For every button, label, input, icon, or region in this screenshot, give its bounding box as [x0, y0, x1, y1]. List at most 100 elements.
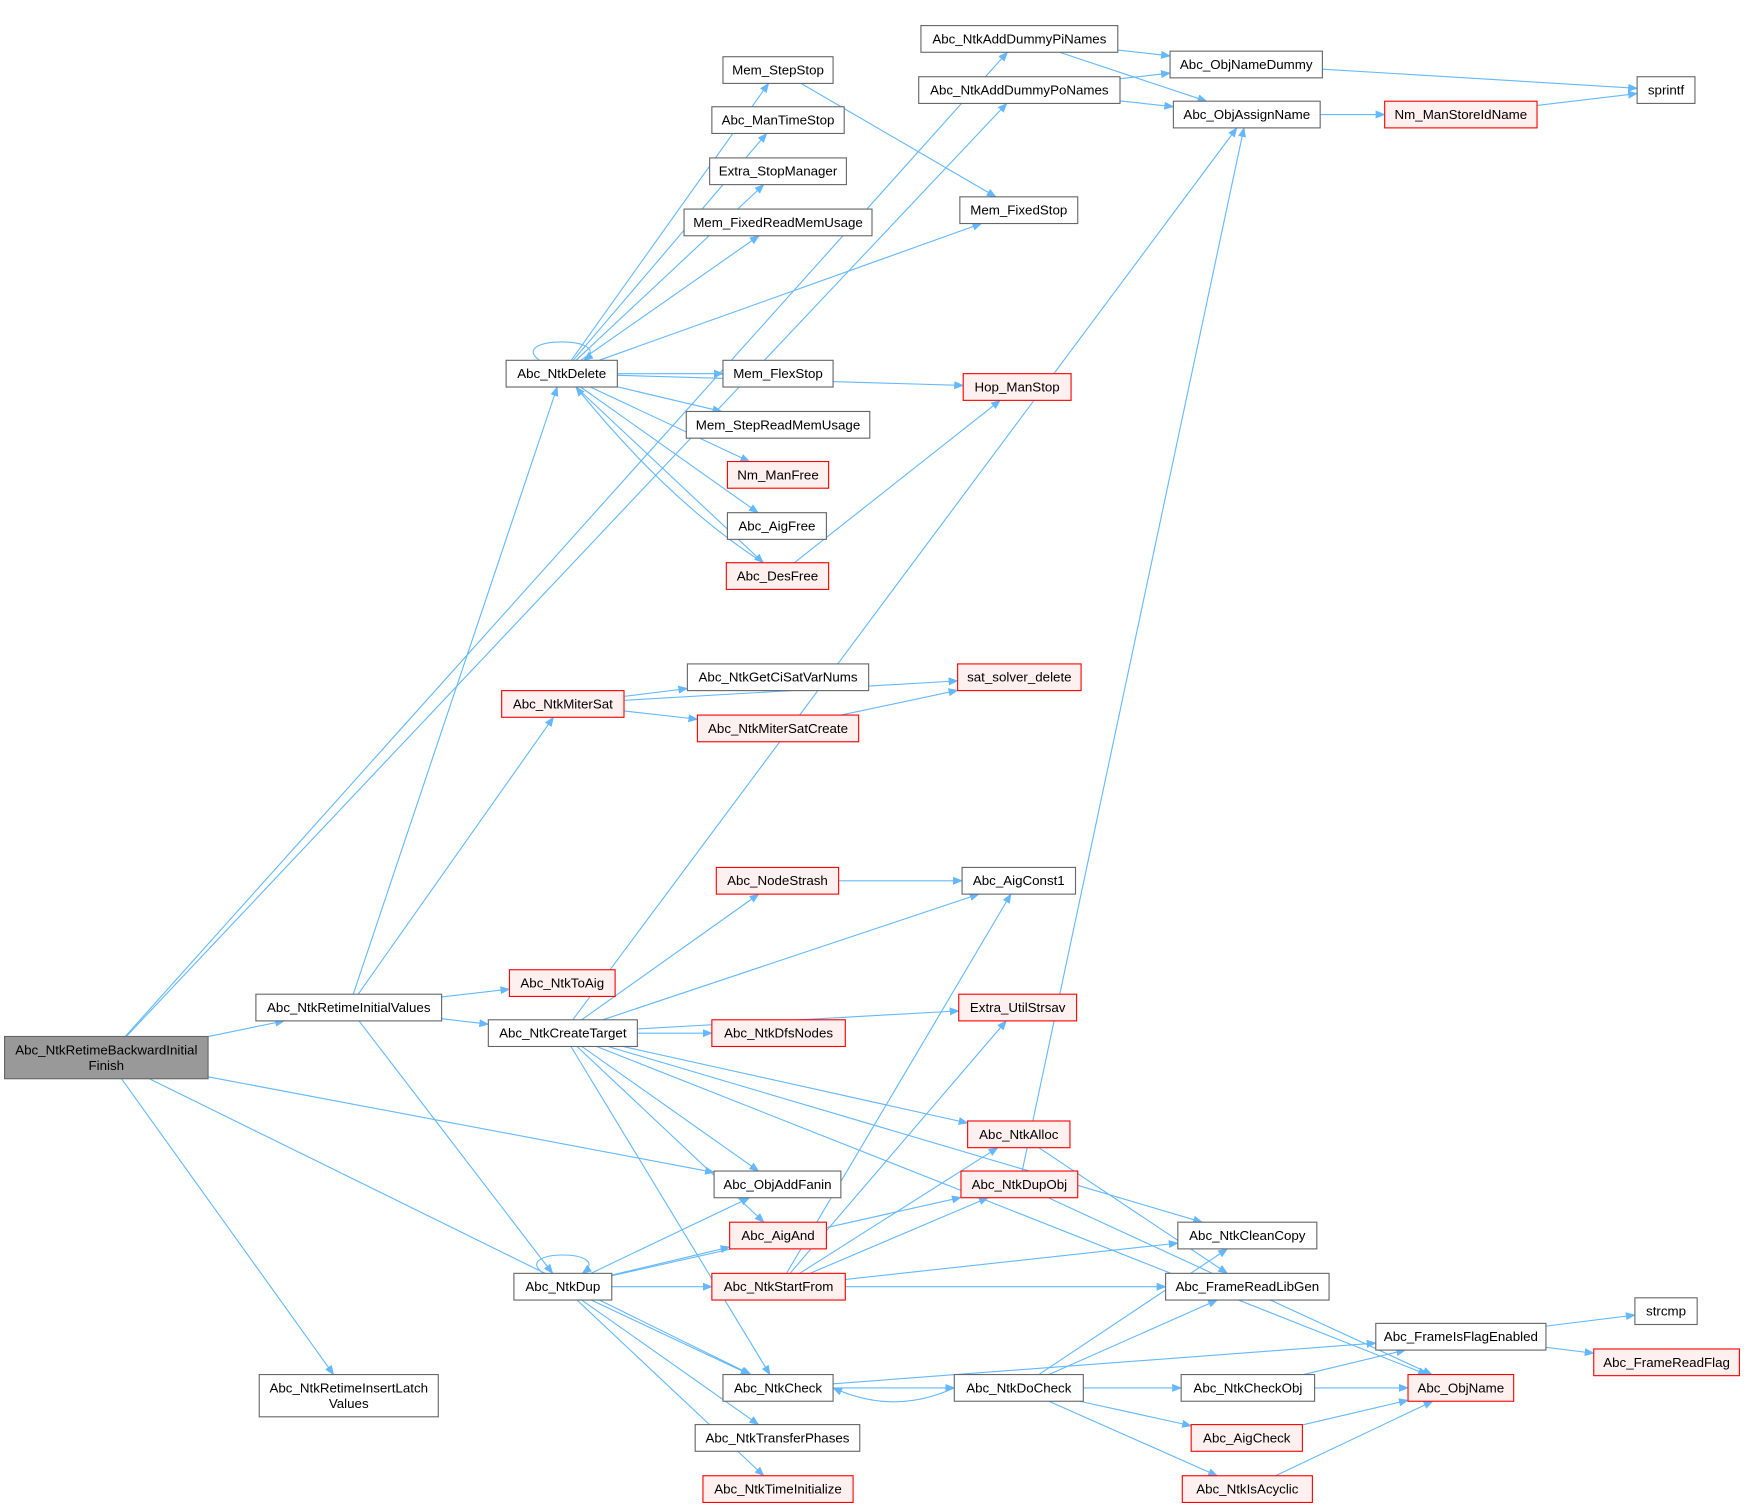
node-stopmanager[interactable]: Extra_StopManager	[709, 157, 847, 186]
edge-ntkdup-to-transferphases	[581, 1299, 760, 1426]
node-aigand[interactable]: Abc_AigAnd	[729, 1221, 827, 1250]
node-initvals[interactable]: Abc_NtkRetimeInitialValues	[255, 993, 443, 1022]
edge-desfree-to-hopstop	[794, 399, 1001, 564]
node-label: Mem_StepStop	[732, 63, 824, 78]
node-dummypo[interactable]: Abc_NtkAddDummyPoNames	[918, 76, 1121, 104]
node-label: Abc_AigConst1	[973, 873, 1065, 888]
edge-ntkcheck-to-flagenabled	[833, 1339, 1377, 1385]
node-checkobj[interactable]: Abc_NtkCheckObj	[1180, 1373, 1316, 1402]
node-label: Abc_AigAnd	[741, 1228, 814, 1243]
node-label: Abc_NtkCleanCopy	[1189, 1228, 1306, 1243]
node-readlibgen[interactable]: Abc_FrameReadLibGen	[1165, 1272, 1330, 1301]
node-ntkdelete[interactable]: Abc_NtkDelete	[505, 359, 618, 388]
node-box	[1407, 1373, 1515, 1402]
node-cleancopy[interactable]: Abc_NtkCleanCopy	[1177, 1221, 1318, 1250]
node-hopstop[interactable]: Hop_ManStop	[962, 373, 1072, 401]
node-label: Abc_NtkMiterSatCreate	[708, 721, 848, 736]
node-label: Abc_FrameReadFlag	[1603, 1355, 1730, 1370]
edge-root-to-addfanin	[207, 1076, 716, 1175]
node-box	[1169, 50, 1323, 79]
node-box	[953, 1373, 1084, 1402]
node-flexstop[interactable]: Mem_FlexStop	[722, 359, 834, 388]
node-isacyclic[interactable]: Abc_NtkIsAcyclic	[1181, 1475, 1313, 1503]
node-fixedreadmem[interactable]: Mem_FixedReadMemUsage	[683, 208, 873, 237]
node-addfanin[interactable]: Abc_ObjAddFanin	[713, 1170, 842, 1199]
node-transferphases[interactable]: Abc_NtkTransferPhases	[694, 1424, 861, 1452]
node-box	[713, 1170, 842, 1199]
node-stepstop[interactable]: Mem_StepStop	[722, 56, 834, 84]
node-ntktoaig[interactable]: Abc_NtkToAig	[508, 969, 616, 997]
node-strsav[interactable]: Extra_UtilStrsav	[958, 993, 1078, 1022]
node-label: sprintf	[1648, 83, 1685, 98]
node-label: Abc_NtkDoCheck	[966, 1380, 1072, 1395]
edge-checkobj-to-flagenabled	[1303, 1348, 1407, 1376]
node-box	[711, 106, 845, 135]
node-label: Abc_AigFree	[738, 518, 815, 533]
node-mantimestop[interactable]: Abc_ManTimeStop	[711, 106, 845, 135]
node-fixedstop[interactable]: Mem_FixedStop	[959, 196, 1079, 225]
edge-initvals-to-ntkdup	[358, 1020, 554, 1275]
node-label: Mem_FixedStop	[970, 203, 1067, 218]
node-label: Abc_NodeStrash	[727, 873, 828, 888]
node-label: Abc_NtkRetimeBackwardInitial	[15, 1042, 197, 1057]
node-label: Nm_ManFree	[737, 467, 818, 482]
node-nodestrash[interactable]: Abc_NodeStrash	[715, 866, 840, 895]
node-box	[918, 76, 1121, 104]
node-box	[962, 373, 1072, 401]
node-startfrom[interactable]: Abc_NtkStartFrom	[711, 1272, 846, 1301]
node-sprintf[interactable]: sprintf	[1636, 76, 1696, 104]
node-dummypi[interactable]: Abc_NtkAddDummyPiNames	[920, 25, 1119, 53]
node-assignname[interactable]: Abc_ObjAssignName	[1172, 100, 1321, 129]
node-box	[513, 1272, 613, 1301]
node-createtarget[interactable]: Abc_NtkCreateTarget	[487, 1019, 638, 1048]
node-label: Abc_NtkDup	[525, 1279, 600, 1294]
edge-createtarget-to-nodestrash	[581, 893, 760, 1021]
node-nmfree[interactable]: Nm_ManFree	[726, 460, 830, 489]
node-label: Hop_ManStop	[975, 379, 1060, 394]
node-timeinit[interactable]: Abc_NtkTimeInitialize	[702, 1475, 854, 1503]
node-desfree[interactable]: Abc_DesFree	[725, 562, 830, 590]
node-aigcheck[interactable]: Abc_AigCheck	[1190, 1424, 1303, 1452]
node-dupobj[interactable]: Abc_NtkDupObj	[960, 1170, 1079, 1199]
node-dfsnodes[interactable]: Abc_NtkDfsNodes	[711, 1019, 846, 1048]
node-aigconst1[interactable]: Abc_AigConst1	[961, 866, 1077, 895]
edge-isacyclic-to-objname	[1275, 1400, 1434, 1477]
node-box	[729, 1221, 827, 1250]
node-strcmp[interactable]: strcmp	[1634, 1297, 1698, 1326]
node-label: Abc_NtkAlloc	[979, 1127, 1059, 1142]
edge-ntkdelete-to-desfree	[575, 386, 764, 564]
node-label: Abc_NtkToAig	[520, 976, 604, 991]
node-box	[501, 690, 625, 718]
node-readflag[interactable]: Abc_FrameReadFlag	[1593, 1348, 1740, 1377]
node-ntkdup[interactable]: Abc_NtkDup	[513, 1272, 613, 1301]
edge-ntkdelete-to-fixedstop	[598, 222, 983, 361]
edge-storeid-to-sprintf	[1536, 90, 1639, 107]
node-storeid[interactable]: Nm_ManStoreIdName	[1384, 100, 1538, 129]
node-mitersatcreate[interactable]: Abc_NtkMiterSatCreate	[696, 714, 860, 743]
node-box	[1180, 1373, 1316, 1402]
node-ntkalloc[interactable]: Abc_NtkAlloc	[967, 1120, 1071, 1149]
node-box	[487, 1019, 638, 1048]
node-cisatvar[interactable]: Abc_NtkGetCiSatVarNums	[686, 663, 870, 692]
node-label: Mem_FixedReadMemUsage	[693, 215, 863, 230]
node-label: sat_solver_delete	[967, 670, 1071, 685]
node-aigfree[interactable]: Abc_AigFree	[726, 512, 827, 540]
node-box	[958, 993, 1078, 1022]
node-flagenabled[interactable]: Abc_FrameIsFlagEnabled	[1375, 1322, 1547, 1351]
node-satdelete[interactable]: sat_solver_delete	[957, 663, 1082, 692]
node-objname[interactable]: Abc_ObjName	[1407, 1373, 1515, 1402]
node-box	[1636, 76, 1696, 104]
node-box	[505, 359, 618, 388]
node-label: Abc_NtkDelete	[517, 366, 606, 381]
node-box	[255, 993, 443, 1022]
edge-ntkdelete-to-nmfree	[590, 386, 751, 463]
node-namedummy[interactable]: Abc_ObjNameDummy	[1169, 50, 1323, 79]
node-stepreadmem[interactable]: Mem_StepReadMemUsage	[685, 410, 871, 439]
node-ntkcheck[interactable]: Abc_NtkCheck	[722, 1373, 834, 1402]
node-box	[1172, 100, 1321, 129]
node-mitersat[interactable]: Abc_NtkMiterSat	[501, 690, 625, 718]
node-docheck[interactable]: Abc_NtkDoCheck	[953, 1373, 1084, 1402]
node-box	[1181, 1475, 1313, 1503]
